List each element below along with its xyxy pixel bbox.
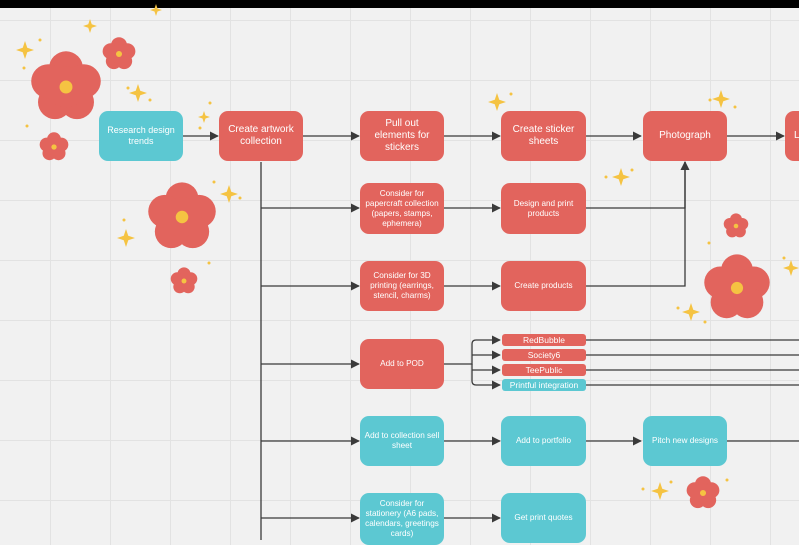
node-create-sticker-sheets[interactable]: Create sticker sheets [501,111,586,161]
node-pull-out-elements[interactable]: Pull out elements for stickers [360,111,444,161]
node-stationery[interactable]: Consider for stationery (A6 pads, calend… [360,493,444,545]
window-top-bar [0,0,799,8]
node-photograph[interactable]: Photograph [643,111,727,161]
tag-printful-integration[interactable]: Printful integration [502,379,586,391]
node-create-products[interactable]: Create products [501,261,586,311]
tag-redbubble[interactable]: RedBubble [502,334,586,346]
node-pitch-new-designs[interactable]: Pitch new designs [643,416,727,466]
connector-design-to-photograph [586,161,690,209]
node-get-print-quotes[interactable]: Get print quotes [501,493,586,543]
tag-teepublic[interactable]: TeePublic [502,364,586,376]
connector-pod-to-printful [471,364,501,390]
node-3d-printing[interactable]: Consider for 3D printing (earrings, sten… [360,261,444,311]
connector-pod-to-redbubble [444,335,501,365]
node-next-partial[interactable]: L [785,111,799,161]
node-create-artwork-collection[interactable]: Create artwork collection [219,111,303,161]
tag-society6[interactable]: Society6 [502,349,586,361]
node-add-to-pod[interactable]: Add to POD [360,339,444,389]
connector-products-to-photograph [586,161,690,287]
node-add-to-portfolio[interactable]: Add to portfolio [501,416,586,466]
node-collection-sell-sheet[interactable]: Add to collection sell sheet [360,416,444,466]
node-design-and-print-products[interactable]: Design and print products [501,183,586,234]
node-papercraft-collection[interactable]: Consider for papercraft collection (pape… [360,183,444,234]
node-research-design-trends[interactable]: Research design trends [99,111,183,161]
